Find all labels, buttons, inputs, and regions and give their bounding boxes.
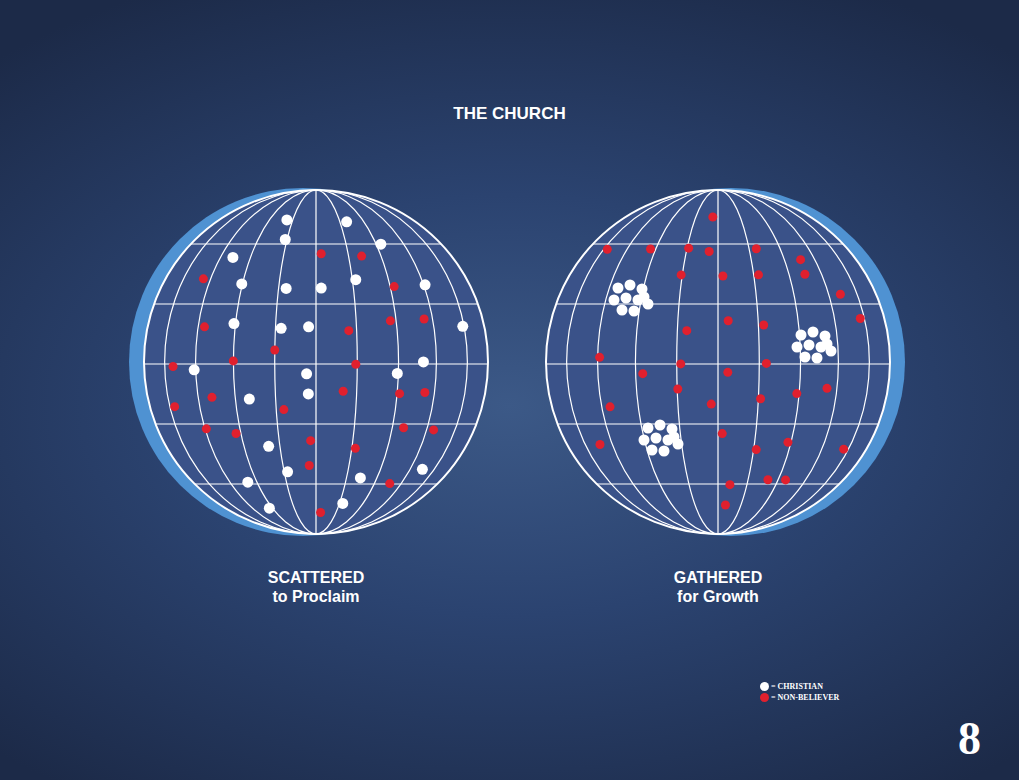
globe-caption: GATHERED for Growth	[661, 568, 775, 606]
legend: = CHRISTIAN = NON-BELIEVER	[760, 681, 839, 703]
globe-caption: SCATTERED to Proclaim	[259, 568, 373, 606]
legend-text: = CHRISTIAN	[771, 682, 823, 691]
globe-body	[144, 190, 488, 534]
legend-row: = CHRISTIAN	[760, 681, 839, 692]
diagram-title: THE CHURCH	[0, 104, 1019, 124]
globe-node: GATHERED for Growth	[546, 190, 890, 610]
people-dots	[169, 214, 469, 517]
legend-row: = NON-BELIEVER	[760, 692, 839, 703]
legend-swatch	[760, 693, 769, 702]
globe	[129, 188, 488, 536]
people-dots	[595, 213, 865, 510]
globe	[546, 188, 905, 536]
globe-body	[546, 190, 890, 534]
legend-text: = NON-BELIEVER	[771, 693, 839, 702]
page-number: 8	[958, 712, 981, 765]
globe-node: SCATTERED to Proclaim	[144, 190, 488, 610]
globe-grid	[144, 190, 488, 534]
legend-swatch	[760, 682, 769, 691]
globe-grid	[546, 190, 890, 534]
